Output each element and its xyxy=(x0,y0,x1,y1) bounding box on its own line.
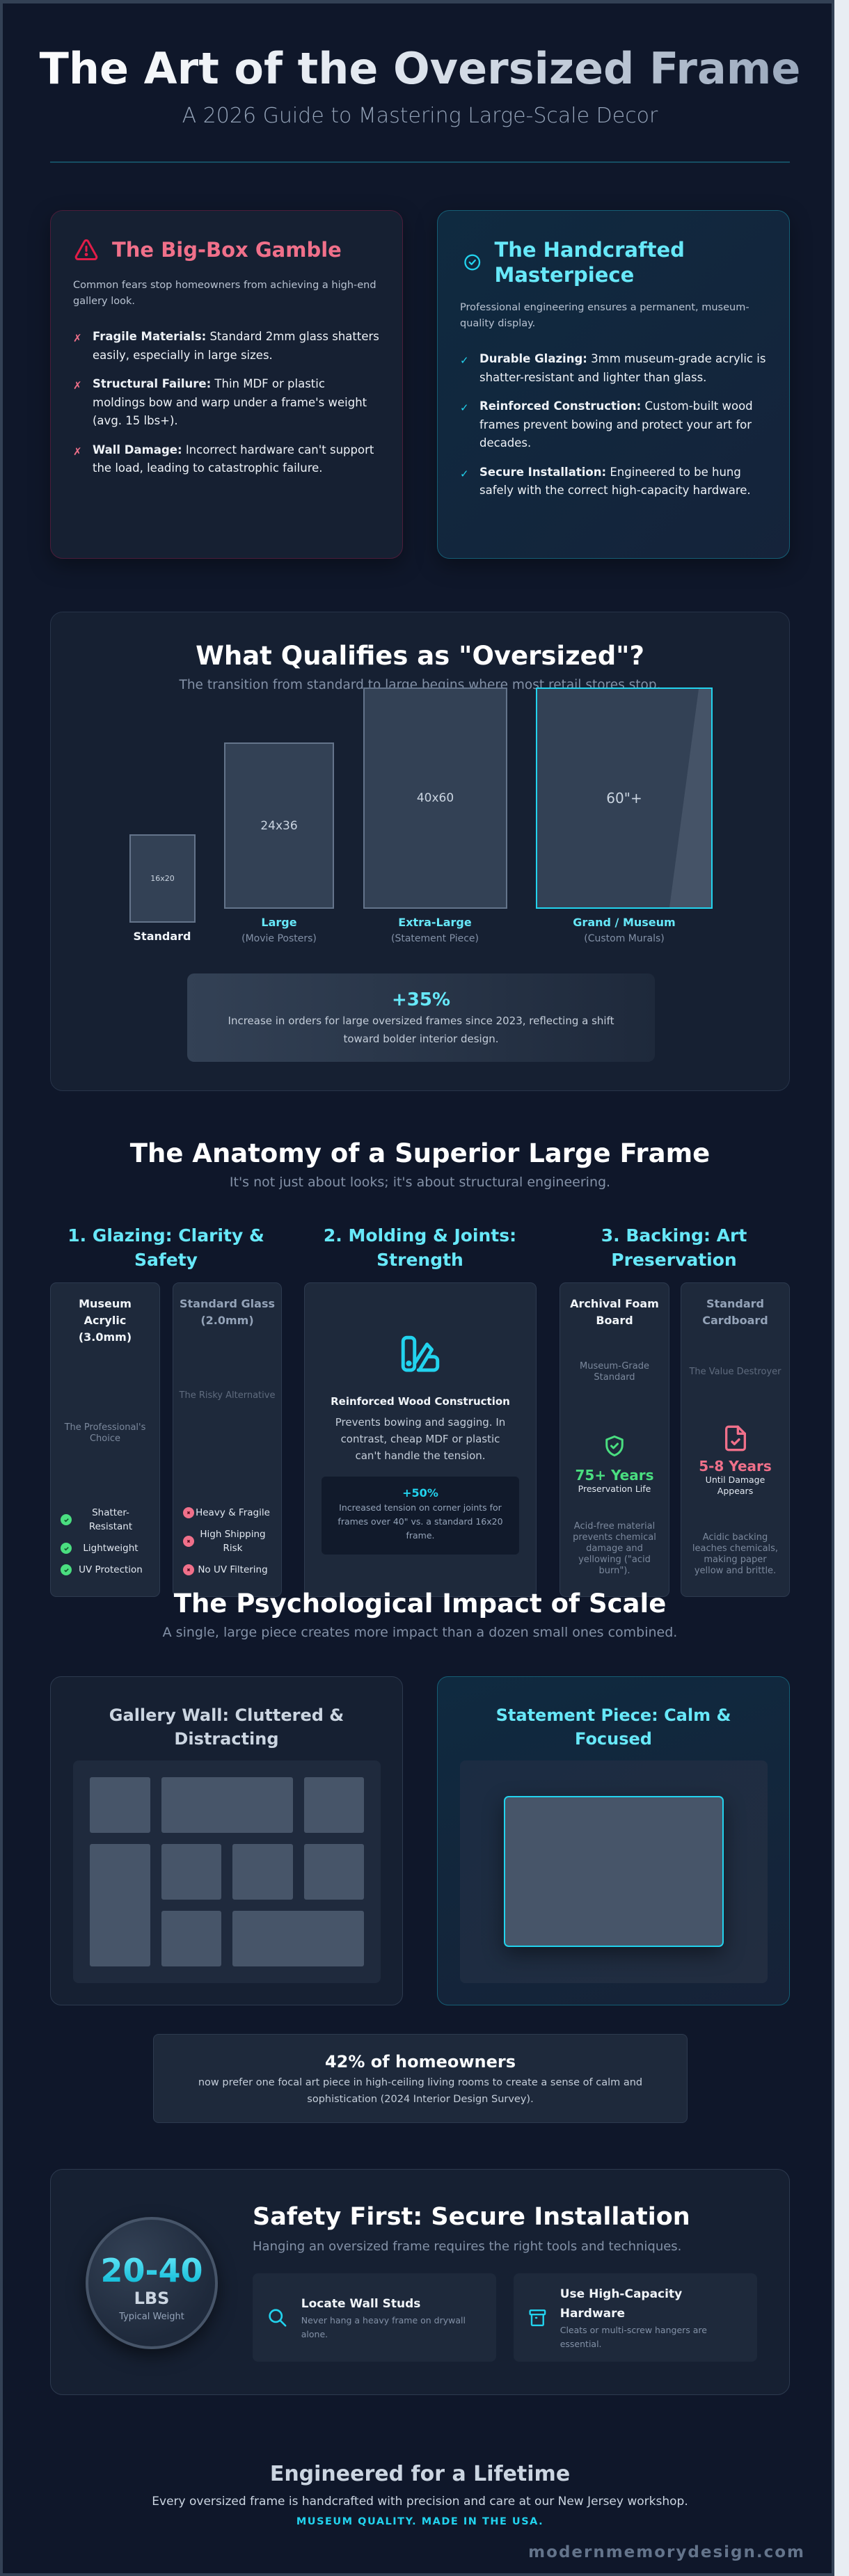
card-title: The Big-Box Gamble xyxy=(112,238,342,262)
weight-badge: 20-40 LBS Typical Weight xyxy=(86,2217,218,2349)
section-title: The Psychological Impact of Scale xyxy=(173,1589,667,1619)
column-heading: 2. Molding & Joints: Strength xyxy=(323,1225,517,1270)
list-item: ✗Fragile Materials: Standard 2mm glass s… xyxy=(73,328,380,365)
section-title: What Qualifies as "Oversized"? xyxy=(196,641,644,671)
list-item: ✓Durable Glazing: 3mm museum-grade acryl… xyxy=(460,350,767,387)
statement-piece-card: Statement Piece: Calm & Focused xyxy=(437,1676,790,2005)
card-title: The Handcrafted Masterpiece xyxy=(494,238,685,287)
search-icon xyxy=(269,2308,287,2327)
small-frame xyxy=(161,1844,221,1900)
shield-check-icon xyxy=(605,1436,624,1456)
small-frame xyxy=(90,1844,150,1966)
molding-card: Reinforced Wood Construction Prevents bo… xyxy=(304,1282,537,1597)
list-item: ✗Structural Failure: Thin MDF or plastic… xyxy=(73,375,380,431)
feature-item: Heavy & Fragile xyxy=(183,1506,271,1520)
page-subtitle: A 2026 Guide to Mastering Large-Scale De… xyxy=(182,104,658,128)
x-mark-icon: ✗ xyxy=(73,445,82,458)
feature-item: High Shipping Risk xyxy=(183,1527,271,1555)
size-box-extra-large: 40x60 xyxy=(363,687,507,909)
warning-triangle-icon xyxy=(74,239,98,260)
small-frame xyxy=(90,1777,150,1833)
list-item: ✓Reinforced Construction: Custom-built w… xyxy=(460,397,767,453)
safety-panel: 20-40 LBS Typical Weight Safety First: S… xyxy=(50,2169,790,2395)
size-box-grand: 60"+ xyxy=(536,687,713,909)
feature-item: UV Protection xyxy=(61,1563,150,1577)
small-frame xyxy=(303,1844,364,1900)
x-mark-icon: ✗ xyxy=(73,332,82,344)
standard-cardboard-card: Standard Cardboard The Value Destroyer 5… xyxy=(681,1282,790,1597)
size-box-standard: 16x20 xyxy=(129,834,196,923)
gallery-wall-illustration xyxy=(73,1760,381,1983)
section-title: The Anatomy of a Superior Large Frame xyxy=(129,1138,711,1168)
small-frame xyxy=(232,1844,293,1900)
large-frame xyxy=(504,1796,724,1947)
check-circle-icon xyxy=(464,254,481,271)
size-label: Standard xyxy=(133,930,191,943)
archive-box-icon xyxy=(529,2309,546,2326)
section-subtitle: A single, large piece creates more impac… xyxy=(162,1625,678,1640)
small-frame xyxy=(303,1777,364,1833)
small-frame xyxy=(161,1911,221,1966)
x-badge-icon xyxy=(183,1564,194,1575)
column-heading: 1. Glazing: Clarity & Safety xyxy=(68,1225,264,1270)
list-item: ✗Wall Damage: Incorrect hardware can't s… xyxy=(73,441,380,478)
tension-stat: +50% Increased tension on corner joints … xyxy=(322,1477,519,1555)
standard-glass-card: Standard Glass (2.0mm) The Risky Alterna… xyxy=(173,1282,282,1597)
card-description: Professional engineering ensures a perma… xyxy=(460,302,749,329)
oversized-panel: What Qualifies as "Oversized"? The trans… xyxy=(50,612,790,1091)
safety-title: Safety First: Secure Installation xyxy=(253,2203,690,2231)
size-box-large: 24x36 xyxy=(224,742,334,909)
card-description: Common fears stop homeowners from achiev… xyxy=(73,280,376,307)
check-badge-icon xyxy=(61,1543,72,1554)
feature-item: Lightweight xyxy=(61,1541,150,1555)
handcrafted-card: The Handcrafted Masterpiece Professional… xyxy=(437,210,790,559)
statement-piece-illustration xyxy=(460,1760,768,1983)
small-frame xyxy=(232,1911,364,1966)
feature-item: No UV Filtering xyxy=(183,1563,271,1577)
gallery-wall-card: Gallery Wall: Cluttered & Distracting xyxy=(50,1676,403,2005)
museum-acrylic-card: Museum Acrylic (3.0mm) The Professional'… xyxy=(50,1282,160,1597)
section-subtitle: It's not just about looks; it's about st… xyxy=(229,1175,611,1190)
file-check-icon xyxy=(724,1425,746,1452)
footer-text: Every oversized frame is handcrafted wit… xyxy=(152,2495,688,2509)
website-link[interactable]: modernmemorydesign.com xyxy=(528,2543,805,2561)
archival-foam-card: Archival Foam Board Museum-Grade Standar… xyxy=(560,1282,669,1597)
size-label: Extra-Large(Statement Piece) xyxy=(391,916,479,944)
footer-title: Engineered for a Lifetime xyxy=(269,2462,571,2486)
check-badge-icon xyxy=(61,1514,72,1525)
feature-item: Shatter-Resistant xyxy=(61,1506,150,1534)
x-badge-icon xyxy=(183,1507,194,1518)
checkmark-icon: ✓ xyxy=(460,354,469,367)
swatch-icon xyxy=(401,1335,440,1372)
safety-subtitle: Hanging an oversized frame requires the … xyxy=(253,2239,682,2254)
growth-stat: +35% Increase in orders for large oversi… xyxy=(187,973,655,1062)
check-badge-icon xyxy=(61,1564,72,1575)
column-heading: 3. Backing: Art Preservation xyxy=(601,1225,747,1270)
x-mark-icon: ✗ xyxy=(73,379,82,392)
page-title: The Art of the Oversized Frame xyxy=(3,41,832,97)
size-label: Large(Movie Posters) xyxy=(241,916,317,944)
survey-fact: 42% of homeowners now prefer one focal a… xyxy=(153,2034,688,2123)
divider xyxy=(50,161,790,163)
size-label: Grand / Museum(Custom Murals) xyxy=(573,916,676,944)
list-item: ✓Secure Installation: Engineered to be h… xyxy=(460,463,767,500)
checkmark-icon: ✓ xyxy=(460,467,469,480)
small-frame xyxy=(161,1777,293,1833)
big-box-card: The Big-Box Gamble Common fears stop hom… xyxy=(50,210,403,559)
checkmark-icon: ✓ xyxy=(460,401,469,414)
x-badge-icon xyxy=(183,1536,194,1547)
footer-tagline: MUSEUM QUALITY. MADE IN THE USA. xyxy=(296,2516,544,2527)
